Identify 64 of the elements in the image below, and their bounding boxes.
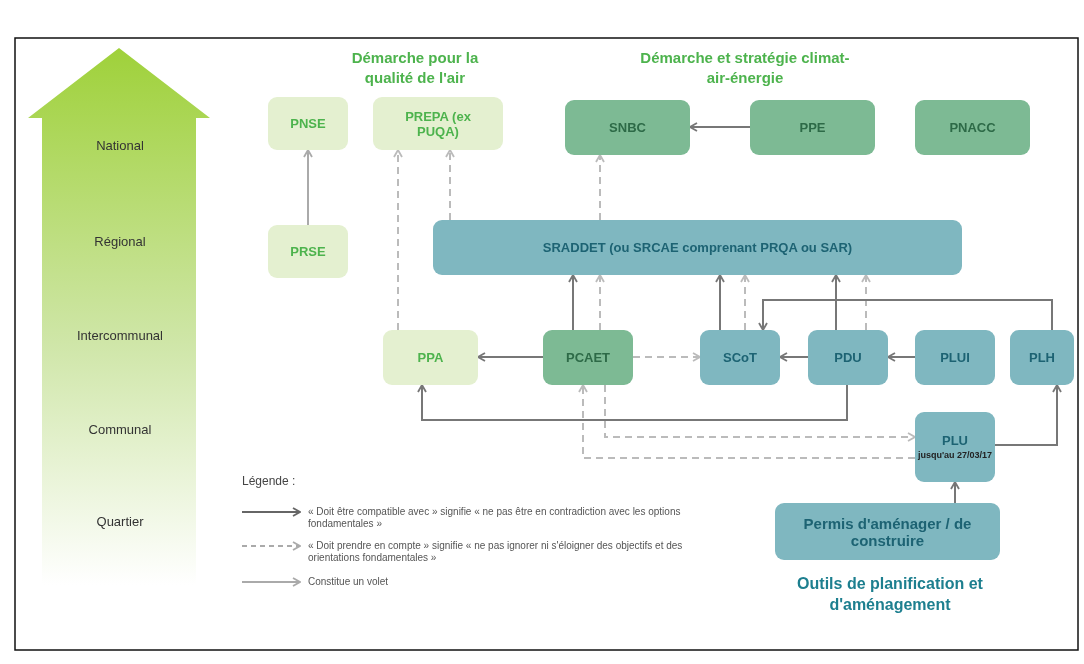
- box-label: PCAET: [565, 350, 611, 365]
- plan-box: [268, 97, 348, 150]
- arrow: [417, 384, 848, 421]
- arrow: [861, 274, 871, 331]
- arrow: [477, 352, 544, 362]
- arrow: [595, 154, 605, 221]
- box-label: PREPA (ex PUQA): [404, 108, 472, 139]
- box-label: PLH: [1029, 350, 1055, 365]
- legend-title: Légende :: [242, 474, 297, 490]
- plan-box: [565, 100, 690, 155]
- arrow: [950, 481, 960, 504]
- plan-box: [543, 330, 633, 385]
- plan-box: [383, 330, 478, 385]
- plan-box: [915, 100, 1030, 155]
- arrow: [887, 352, 916, 362]
- arrow: [595, 274, 605, 331]
- legend-text: Constitue un volet: [308, 576, 390, 588]
- plan-box: [750, 100, 875, 155]
- arrow: [994, 384, 1062, 446]
- section-heading: Outils de planification et d'aménagement: [796, 574, 984, 615]
- legend-text: « Doit prendre en compte » signifie « ne pas ignorer ni s'éloigner des objectifs et des orientations fondamentales »: [308, 540, 684, 564]
- arrow: [604, 384, 916, 442]
- arrow: [632, 352, 701, 362]
- level-label: Régional: [93, 234, 147, 251]
- arrow: [578, 384, 916, 459]
- box-label: SCoT: [723, 350, 757, 365]
- level-label: Communal: [87, 422, 153, 439]
- plan-box: [268, 225, 348, 278]
- arrow: [715, 274, 725, 331]
- arrow: [445, 149, 455, 221]
- box-label: SRADDET (ou SRCAE comprenant PRQA ou SAR): [542, 240, 853, 255]
- arrow: [740, 274, 750, 331]
- plan-box: [915, 330, 995, 385]
- box-label: PLUI: [940, 350, 970, 365]
- box-label: PPE: [799, 120, 826, 135]
- arrow: [779, 352, 809, 362]
- plan-box: [433, 220, 962, 275]
- legend-text: « Doit être compatible avec » signifie « ne pas être en contradiction avec les options fondamentales »: [308, 506, 682, 530]
- plan-box: [808, 330, 888, 385]
- box-label: PNSE: [290, 116, 326, 131]
- plan-box: [700, 330, 780, 385]
- arrow: [831, 274, 841, 331]
- level-label: National: [95, 138, 145, 155]
- box-label: PNACC: [949, 120, 996, 135]
- box-label: Permis d'aménager / de construire: [802, 514, 973, 549]
- level-label: Intercommunal: [76, 328, 164, 345]
- box-sublabel: jusqu'au 27/03/17: [917, 450, 993, 461]
- plan-box: [1010, 330, 1074, 385]
- plan-box: [915, 412, 995, 482]
- box-label: SNBC: [609, 120, 646, 135]
- box-label: PRSE: [290, 244, 326, 259]
- box-label: PDU: [834, 350, 862, 365]
- arrow: [393, 149, 403, 331]
- level-label: Quartier: [95, 514, 145, 531]
- section-heading: Démarche pour la qualité de l'air: [350, 48, 480, 87]
- plan-box: [373, 97, 503, 150]
- box-label: PPA: [417, 350, 444, 365]
- arrow: [568, 274, 578, 331]
- arrow: [758, 299, 1053, 331]
- arrow: [689, 122, 751, 132]
- box-label: PLU: [942, 433, 968, 449]
- plan-box: [775, 503, 1000, 560]
- section-heading: Démarche et stratégie climat-air-énergie: [640, 48, 850, 87]
- arrow: [303, 149, 313, 226]
